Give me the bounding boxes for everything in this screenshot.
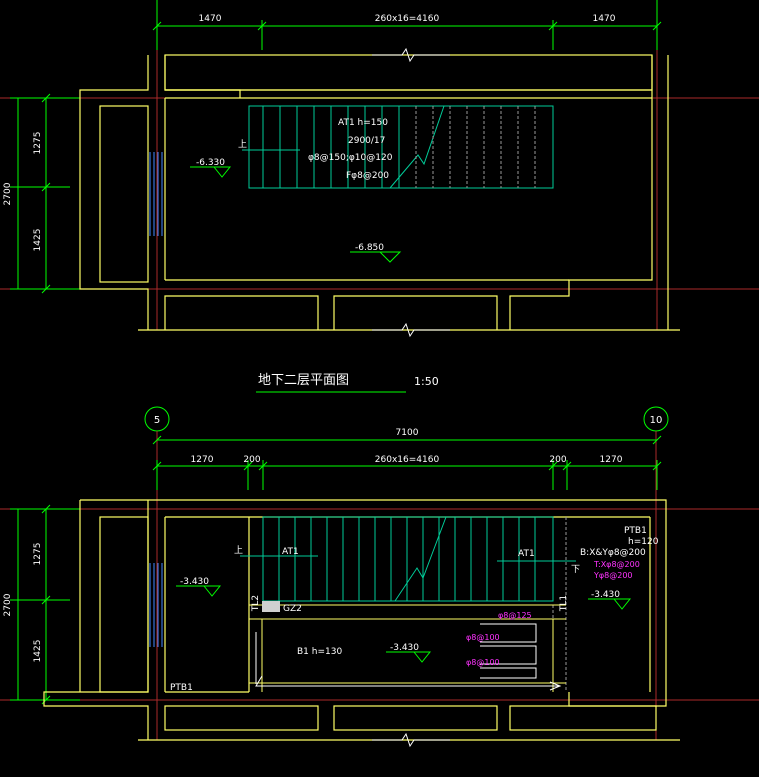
plan-scale: 1:50 <box>414 375 439 388</box>
ptb-height: h=120 <box>628 537 659 547</box>
lower-level-left: -3.430 <box>180 577 209 587</box>
upper-plan: 1470 260x16=4160 1470 2700 1275 1425 <box>0 0 759 338</box>
lower-rebar-a: φ8@125 <box>498 611 532 620</box>
lower-window <box>149 563 163 647</box>
upper-level-b: -6.850 <box>355 243 384 253</box>
upper-up-mark: 上 <box>238 139 247 150</box>
upper-walls <box>79 54 680 331</box>
lower-dim-2: 200 <box>243 455 260 465</box>
lower-stair <box>240 516 576 602</box>
upper-level-a: -6.330 <box>196 158 225 168</box>
lower-walls <box>43 499 680 741</box>
plan-title: 地下二层平面图 <box>258 373 349 388</box>
lower-dim-5: 1270 <box>600 455 623 465</box>
lower-dim-4: 200 <box>549 455 566 465</box>
ptb-rebar-y: Yφ8@200 <box>593 571 633 580</box>
upper-left-dimension <box>10 93 80 294</box>
upper-dim-right: 1470 <box>593 14 616 24</box>
upper-stair-hidden <box>415 106 536 188</box>
upper-break-lines <box>372 47 450 338</box>
ptb-rebar-bottom: B:X&Yφ8@200 <box>580 548 646 558</box>
lower-stair-right: AT1 <box>518 549 535 559</box>
lower-break-line <box>372 732 450 748</box>
plan-title-block: 地下二层平面图 1:50 <box>256 373 439 393</box>
lower-dim-total-v: 2700 <box>3 593 13 616</box>
lower-dim-3: 260x16=4160 <box>375 455 440 465</box>
lower-plan: 5 10 7100 1 <box>0 406 759 748</box>
lower-slab-label: B1 h=130 <box>297 647 342 657</box>
upper-dim-mid: 260x16=4160 <box>375 14 440 24</box>
lower-slab-arrows <box>255 632 562 691</box>
upper-stair-label: AT1 h=150 <box>338 118 388 128</box>
ptb-label: PTB1 <box>624 526 647 536</box>
lower-axis-lines <box>0 431 759 740</box>
lower-left-dimension <box>10 504 80 705</box>
lower-rebar-c: φ8@100 <box>466 658 500 667</box>
ptb-rebar-top: T:Xφ8@200 <box>593 560 640 569</box>
upper-dim-1425: 1425 <box>33 229 43 252</box>
lower-dim-1: 1270 <box>191 455 214 465</box>
upper-top-dimension <box>152 0 662 50</box>
lower-beam-right: TL1 <box>559 595 569 612</box>
lower-down-mark: 下 <box>571 565 580 575</box>
lower-column-label: GZ2 <box>283 604 302 614</box>
lower-beam-left: TL2 <box>251 595 261 612</box>
upper-level-marks <box>190 166 402 263</box>
lower-rebar-brackets <box>480 623 537 679</box>
upper-rebar-main: φ8@150;φ10@120 <box>308 153 393 163</box>
upper-rebar-dist: Fφ8@200 <box>346 171 389 181</box>
upper-stair <box>242 105 554 189</box>
lower-dim-total: 7100 <box>396 428 419 438</box>
upper-stair-spec: 2900/17 <box>348 136 385 146</box>
lower-level-center: -3.430 <box>390 643 419 653</box>
upper-dim-left: 1470 <box>199 14 222 24</box>
lower-slab <box>249 604 566 692</box>
lower-dim-1425: 1425 <box>33 640 43 663</box>
lower-stair-left: AT1 <box>282 547 299 557</box>
lower-up-mark: 上 <box>234 545 243 556</box>
lower-level-right: -3.430 <box>591 590 620 600</box>
upper-dim-total: 2700 <box>3 182 13 205</box>
lower-rebar-b: φ8@100 <box>466 633 500 642</box>
gz2-column <box>262 601 280 612</box>
axis-label-10: 10 <box>650 415 663 426</box>
axis-label-5: 5 <box>154 415 160 426</box>
lower-level-marks <box>176 585 632 663</box>
upper-dim-1275: 1275 <box>33 132 43 155</box>
lower-dim-1275: 1275 <box>33 543 43 566</box>
ptb-bottom-label: PTB1 <box>170 683 193 693</box>
upper-window <box>149 152 163 236</box>
lower-overall-dimension <box>152 435 662 490</box>
